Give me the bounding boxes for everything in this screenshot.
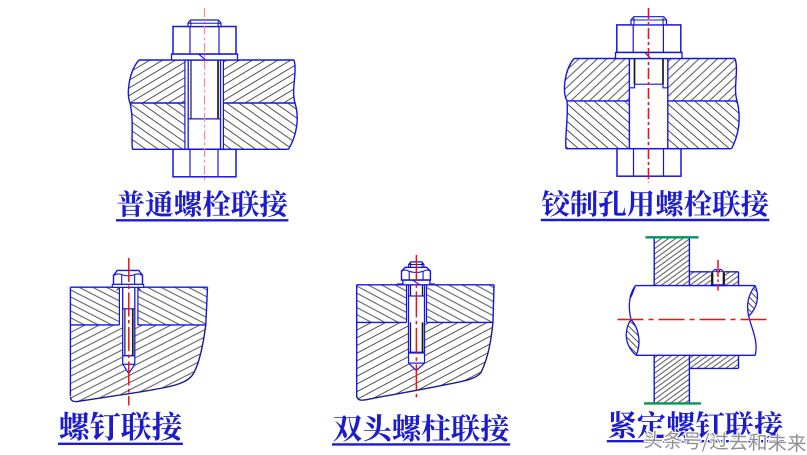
- caption-glyphs: [541, 190, 769, 217]
- break-line-left: [563, 58, 575, 149]
- shaft-body: [629, 285, 757, 356]
- screw: [122, 287, 136, 375]
- bolt-tip: [187, 19, 222, 28]
- plate-upper-hatching: [564, 58, 737, 101]
- plate-lower: [70, 324, 206, 402]
- spot-face: [396, 283, 436, 285]
- plate-upper-hatching: [356, 284, 494, 323]
- diagram-reamed-hole-bolt-joint: [563, 8, 740, 183]
- plate-lower: [565, 100, 740, 149]
- edge-right-upper: [205, 287, 209, 325]
- edge-right-upper: [492, 284, 495, 323]
- diagram-set-screw-joint: [617, 236, 771, 405]
- screw-head: [111, 269, 145, 288]
- caption-glyphs: [333, 414, 509, 442]
- plate-lower-hatching: [565, 100, 740, 149]
- caption-2: [540, 190, 770, 222]
- watermark: [643, 429, 807, 453]
- break-leaf-left: [626, 319, 639, 356]
- watermark-glyphs: [643, 429, 807, 453]
- plate-upper-hatching: [128, 60, 296, 103]
- break-line-right: [287, 59, 298, 150]
- plate-lower: [130, 103, 298, 150]
- break-line-left: [127, 59, 140, 150]
- plate-lower-hatching: [70, 324, 206, 402]
- caption-glyphs: [117, 190, 288, 218]
- plate-upper: [356, 284, 494, 323]
- chamfer-arc-left: [113, 273, 122, 276]
- caption-4: [332, 414, 511, 446]
- plate-upper: [128, 60, 296, 103]
- set-screw: [710, 259, 726, 291]
- diagram-cap-screw-joint: [69, 258, 209, 406]
- break-leaf-right: [747, 285, 758, 317]
- caption-glyphs: [59, 411, 182, 441]
- washer-tick: [412, 279, 420, 286]
- plate-upper: [70, 287, 208, 325]
- diagram-ordinary-bolt-joint: [127, 8, 298, 183]
- head-washer-face: [111, 283, 145, 288]
- plate-lower-hatching: [130, 103, 298, 150]
- plate-upper-hatching: [70, 287, 208, 325]
- caption-1: [116, 190, 289, 222]
- break-line-right: [730, 58, 740, 150]
- break-line-lower: [356, 322, 494, 401]
- plate-upper: [564, 58, 737, 101]
- caption-3: [58, 411, 183, 445]
- break-line-lower: [69, 324, 207, 403]
- bolt-tip: [630, 16, 668, 26]
- plate-outlines: [127, 59, 298, 151]
- boss-lower: [689, 355, 740, 370]
- diagram-stud-joint: [356, 254, 495, 401]
- chamfer-arc-right: [134, 273, 143, 276]
